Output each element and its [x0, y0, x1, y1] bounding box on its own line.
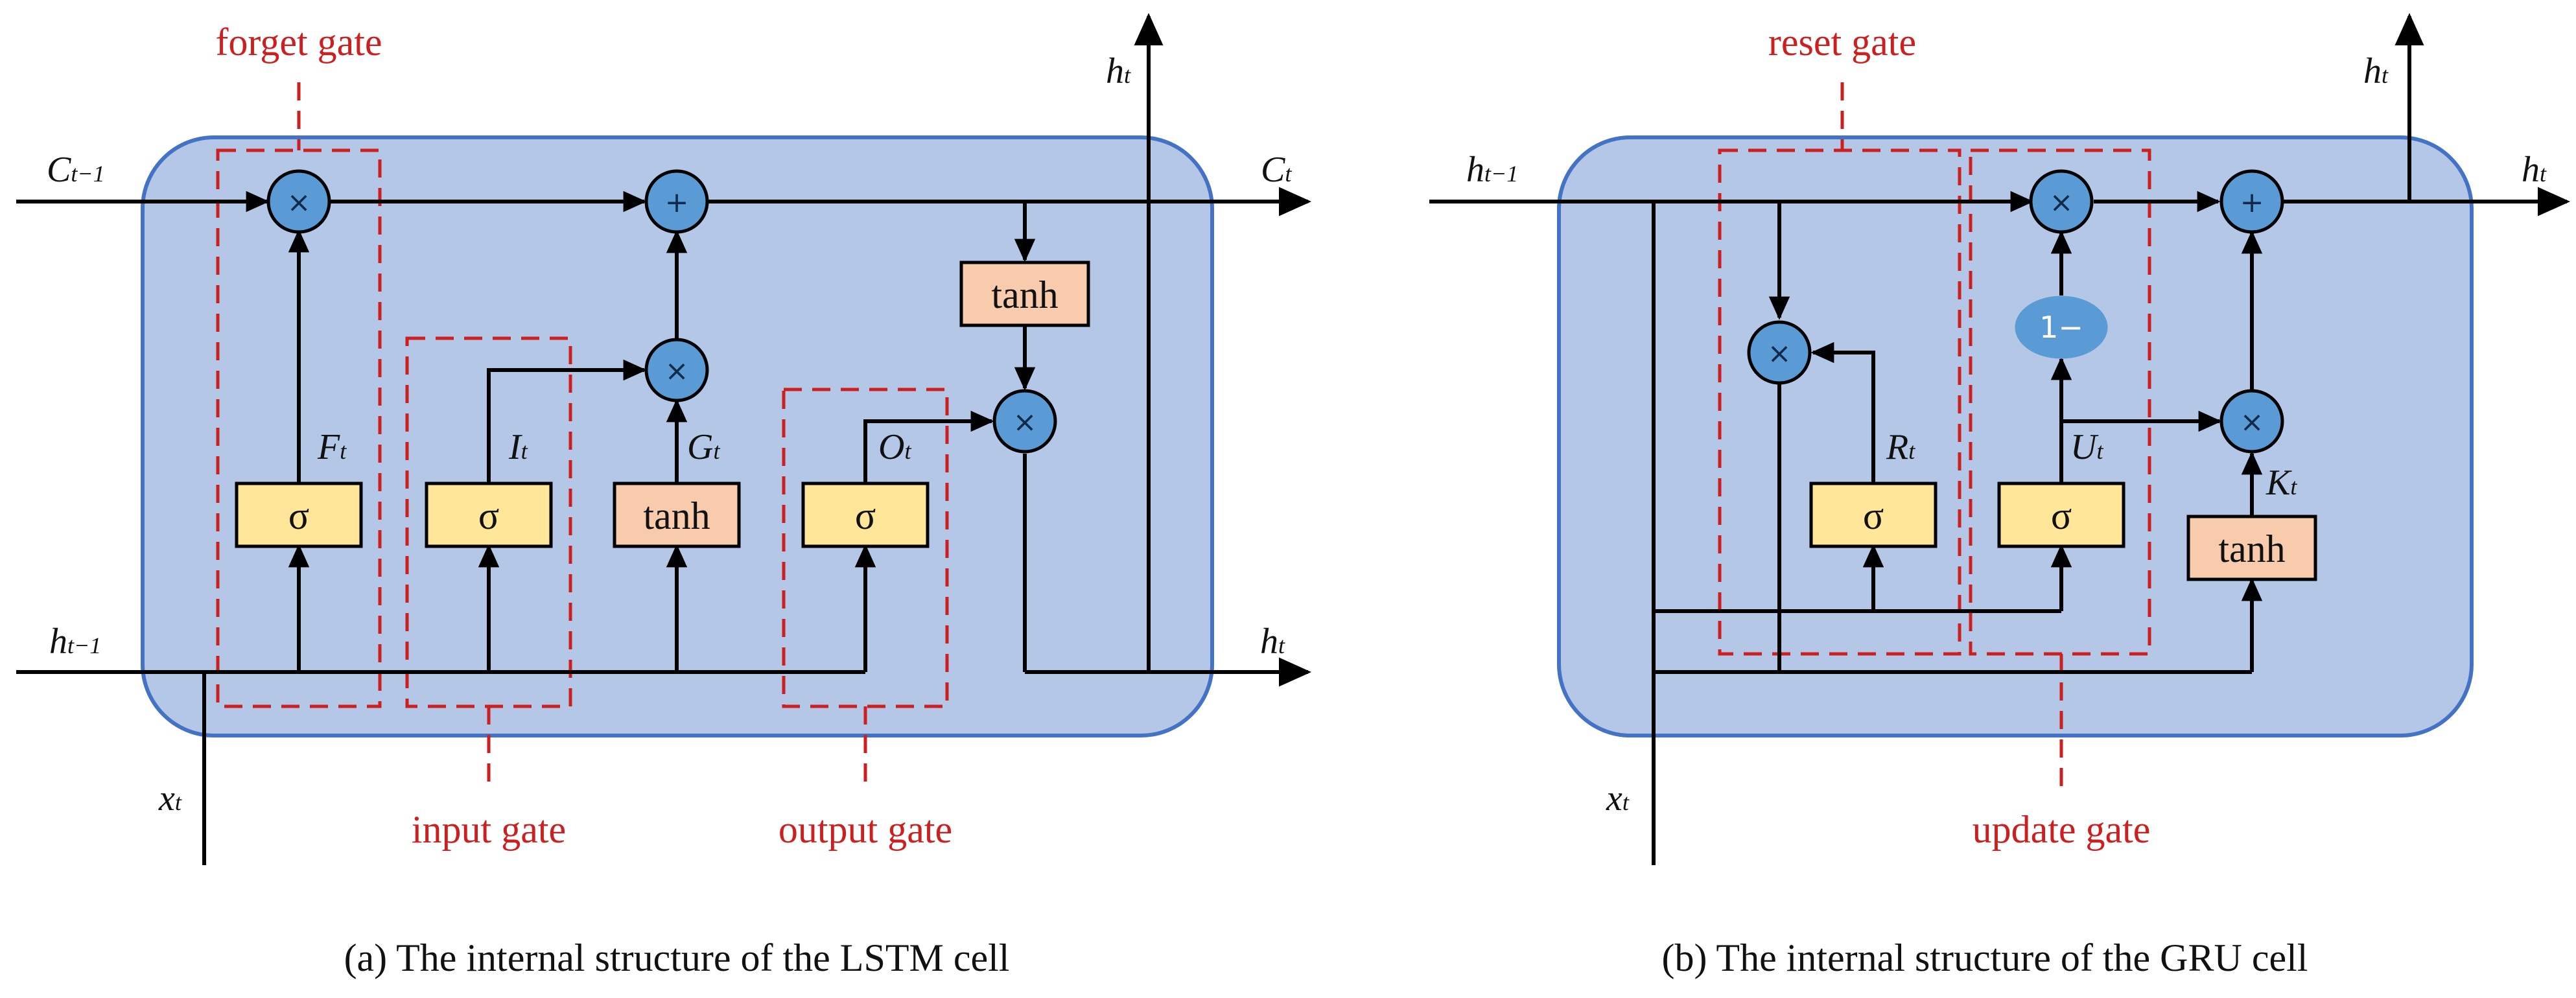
lstm-i-label: It	[508, 427, 528, 467]
gru-h-in-label: ht−1	[1466, 150, 1518, 190]
gru-x-in-label: xt	[1606, 778, 1630, 818]
lstm-tanh-g-box: tanh	[613, 482, 741, 548]
gru-caption: (b) The internal structure of the GRU ce…	[1662, 936, 2308, 979]
lstm-mul-o-op: ×	[992, 389, 1057, 454]
gru-tanh-k-text: tanh	[2218, 528, 2285, 570]
gru-one-minus-op: 1−	[2015, 296, 2108, 359]
lstm-sigma-f-text: σ	[288, 494, 309, 537]
lstm-sigma-i-box: σ	[425, 482, 553, 548]
gru-sigma-r-text: σ	[1863, 494, 1884, 537]
lstm-i-out	[487, 359, 647, 483]
gru-reset-gate-label: reset gate	[1768, 21, 1916, 64]
lstm-h-top-label: ht	[1106, 51, 1131, 91]
lstm-tanh-c-box: tanh	[959, 261, 1090, 327]
gru-r-label: Rt	[1886, 427, 1915, 467]
lstm-f-label: Ft	[317, 427, 347, 467]
lstm-sigma-o-text: σ	[855, 494, 876, 537]
gru-sigma-u-text: σ	[2051, 494, 2072, 537]
lstm-output-gate-region	[782, 388, 949, 708]
gru-mul-r-op: ×	[1747, 320, 1812, 385]
lstm-diagram: σ σ tanh σ tanh × + ×	[16, 13, 1311, 979]
gru-mul-k-op: ×	[2219, 389, 2284, 454]
lstm-mul-i-op: ×	[644, 338, 709, 402]
gru-k-label: Kt	[2266, 463, 2297, 503]
gru-update-gate-label: update gate	[1973, 808, 2151, 851]
gru-connections	[1429, 13, 2570, 865]
gru-tanh-k-box: tanh	[2186, 515, 2317, 581]
lstm-add-c-symbol: +	[665, 186, 689, 219]
lstm-mul-f-symbol: ×	[287, 186, 311, 219]
gru-mul-u-op: ×	[2029, 169, 2094, 234]
lstm-forget-gate-label: forget gate	[215, 21, 382, 64]
lstm-sigma-o-box: σ	[801, 482, 930, 548]
lstm-c-in-label: Ct−1	[47, 150, 105, 190]
gru-one-minus-symbol: 1−	[2039, 310, 2083, 345]
lstm-g-label: Gt	[687, 427, 720, 467]
gru-h-top-label: ht	[2363, 51, 2389, 91]
lstm-tanh-g-text: tanh	[643, 494, 710, 537]
lstm-sigma-f-box: σ	[235, 482, 363, 548]
lstm-output-gate-label: output gate	[779, 808, 952, 851]
lstm-sigma-i-text: σ	[478, 494, 499, 537]
gru-mul-u-symbol: ×	[2050, 186, 2074, 219]
lstm-add-c-op: +	[644, 169, 709, 234]
lstm-o-out	[863, 410, 994, 483]
lstm-caption: (a) The internal structure of the LSTM c…	[344, 936, 1010, 979]
lstm-x-in-label: xt	[158, 778, 182, 818]
lstm-forget-gate-region	[216, 148, 382, 708]
gru-diagram: σ σ tanh × × 1− + ×	[1429, 13, 2570, 979]
gru-r-out	[1810, 342, 1875, 483]
gru-mul-r-symbol: ×	[1768, 337, 1792, 370]
gru-add-h-symbol: +	[2240, 186, 2264, 219]
gru-mul-k-symbol: ×	[2240, 406, 2264, 439]
lstm-input-gate-label: input gate	[412, 808, 566, 851]
lstm-mul-f-op: ×	[266, 169, 331, 234]
gru-u-label: Ut	[2070, 427, 2103, 467]
gru-reset-gate-region	[1718, 148, 1961, 656]
lstm-tanh-c-text: tanh	[991, 273, 1058, 316]
lstm-c-out-label: Ct	[1261, 150, 1292, 190]
gru-add-h-op: +	[2219, 169, 2284, 234]
lstm-mul-i-symbol: ×	[665, 354, 689, 388]
lstm-connections	[16, 13, 1311, 865]
lstm-o-label: Ot	[878, 427, 911, 467]
gru-cell-body	[1557, 135, 2474, 737]
lstm-mul-o-symbol: ×	[1013, 406, 1037, 439]
gru-h-out-label: ht	[2522, 150, 2547, 190]
gru-sigma-r-box: σ	[1809, 482, 1938, 548]
gru-sigma-u-box: σ	[1997, 482, 2125, 548]
lstm-h-out-label: ht	[1260, 621, 1285, 662]
lstm-h-in-label: ht−1	[49, 621, 101, 662]
